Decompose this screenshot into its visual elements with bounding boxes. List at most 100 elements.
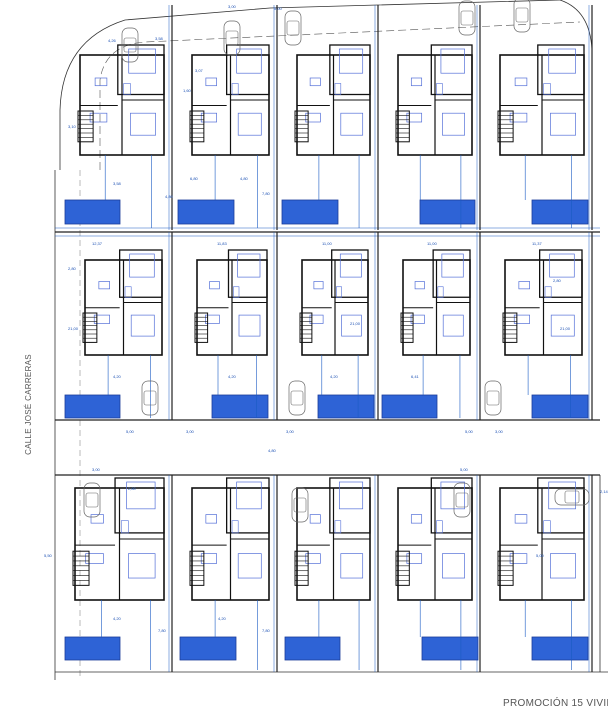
- bathroom-fixture: [336, 286, 342, 298]
- bathroom-fixture: [334, 83, 342, 95]
- dimension-label: 3,00: [495, 429, 504, 434]
- swimming-pool: [284, 636, 341, 661]
- parked-car: [513, 0, 531, 33]
- bed: [550, 314, 575, 337]
- swimming-pool: [177, 199, 235, 225]
- swimming-pool: [317, 394, 375, 419]
- bed: [237, 253, 261, 278]
- dimension-label: 11,37: [532, 241, 542, 246]
- bathroom-fixture: [123, 83, 131, 95]
- staircase: [294, 110, 309, 143]
- dimension-label: 21,00: [68, 326, 79, 331]
- dining-table: [410, 514, 423, 524]
- dimension-label: 3,58: [155, 36, 164, 41]
- dimension-label: 3,58: [113, 181, 122, 186]
- bathroom-fixture: [436, 83, 443, 95]
- bathroom-fixture: [437, 286, 444, 298]
- sofa: [509, 553, 528, 564]
- swimming-pool: [381, 394, 438, 419]
- parked-car: [121, 27, 139, 63]
- bed: [128, 553, 156, 579]
- staircase: [194, 312, 209, 343]
- staircase: [72, 550, 90, 586]
- bed: [442, 314, 464, 337]
- sofa: [305, 112, 321, 123]
- parked-car: [288, 380, 306, 416]
- swimming-pool: [419, 199, 476, 225]
- dimension-label: 7,80: [262, 628, 271, 633]
- staircase: [189, 110, 205, 143]
- sofa: [200, 112, 217, 123]
- parked-car: [554, 488, 590, 506]
- dining-table: [205, 77, 217, 87]
- bed: [442, 112, 465, 136]
- bed: [549, 253, 575, 278]
- bed: [550, 553, 576, 579]
- bathroom-fixture: [543, 520, 551, 534]
- sofa: [513, 314, 530, 324]
- dimension-label: 11,00: [427, 241, 437, 246]
- dimension-label: 4,80: [240, 176, 249, 181]
- setback-line: [99, 21, 581, 170]
- swimming-pool: [64, 199, 121, 225]
- bed: [338, 481, 364, 510]
- bed: [237, 112, 262, 136]
- dimension-label: 4,26: [108, 38, 117, 43]
- dining-table: [309, 77, 321, 87]
- bed: [440, 481, 465, 510]
- upper-wing: [537, 477, 585, 534]
- upper-wing: [430, 477, 473, 534]
- staircase: [189, 550, 205, 586]
- staircase: [497, 550, 514, 586]
- dining-table: [309, 514, 321, 524]
- staircase: [299, 312, 313, 343]
- swimming-pool: [531, 199, 589, 225]
- dimension-label: 4,80: [268, 448, 277, 453]
- dimension-label: 4,20: [218, 616, 227, 621]
- dining-table: [410, 77, 423, 87]
- bathroom-fixture: [231, 520, 239, 534]
- swimming-pool: [531, 394, 589, 419]
- dimension-label: 2,80: [128, 486, 137, 491]
- sofa: [93, 314, 110, 324]
- staircase: [395, 110, 410, 143]
- bathroom-fixture: [120, 520, 129, 534]
- dimension-label: 5,00: [274, 6, 283, 11]
- staircase: [294, 550, 309, 586]
- dimension-label: 21,00: [560, 326, 571, 331]
- bed: [550, 112, 576, 136]
- dimension-label: 5,00: [465, 429, 474, 434]
- bed: [339, 253, 362, 278]
- dimension-label: 6,41: [411, 374, 420, 379]
- parked-car: [458, 0, 476, 36]
- dimension-label: 4,20: [113, 374, 122, 379]
- dimension-label: 11,00: [322, 241, 332, 246]
- swimming-pool: [179, 636, 237, 661]
- bed: [338, 48, 364, 74]
- dimension-label: 2,80: [553, 278, 562, 283]
- staircase: [502, 312, 518, 343]
- swimming-pool: [64, 636, 121, 661]
- dimension-label: 3,00: [286, 429, 295, 434]
- bed: [341, 314, 362, 337]
- dimension-label: 7,80: [158, 628, 167, 633]
- bathroom-fixture: [124, 286, 132, 298]
- bed: [340, 112, 364, 136]
- upper-wing: [119, 249, 163, 298]
- dimension-label: 11,83: [217, 241, 227, 246]
- bed: [440, 48, 465, 74]
- dimension-label: 1,60: [183, 88, 192, 93]
- dining-table: [514, 77, 528, 87]
- sofa: [205, 314, 220, 324]
- dimension-label: 4,20: [113, 616, 122, 621]
- dining-table: [98, 281, 110, 290]
- parked-car: [141, 380, 159, 416]
- bed: [126, 481, 156, 510]
- dimension-label: 21,00: [350, 321, 361, 326]
- dining-table: [94, 77, 108, 87]
- swimming-pool: [64, 394, 121, 419]
- parked-car: [223, 20, 241, 56]
- parked-car: [291, 487, 309, 523]
- upper-wing: [430, 44, 473, 96]
